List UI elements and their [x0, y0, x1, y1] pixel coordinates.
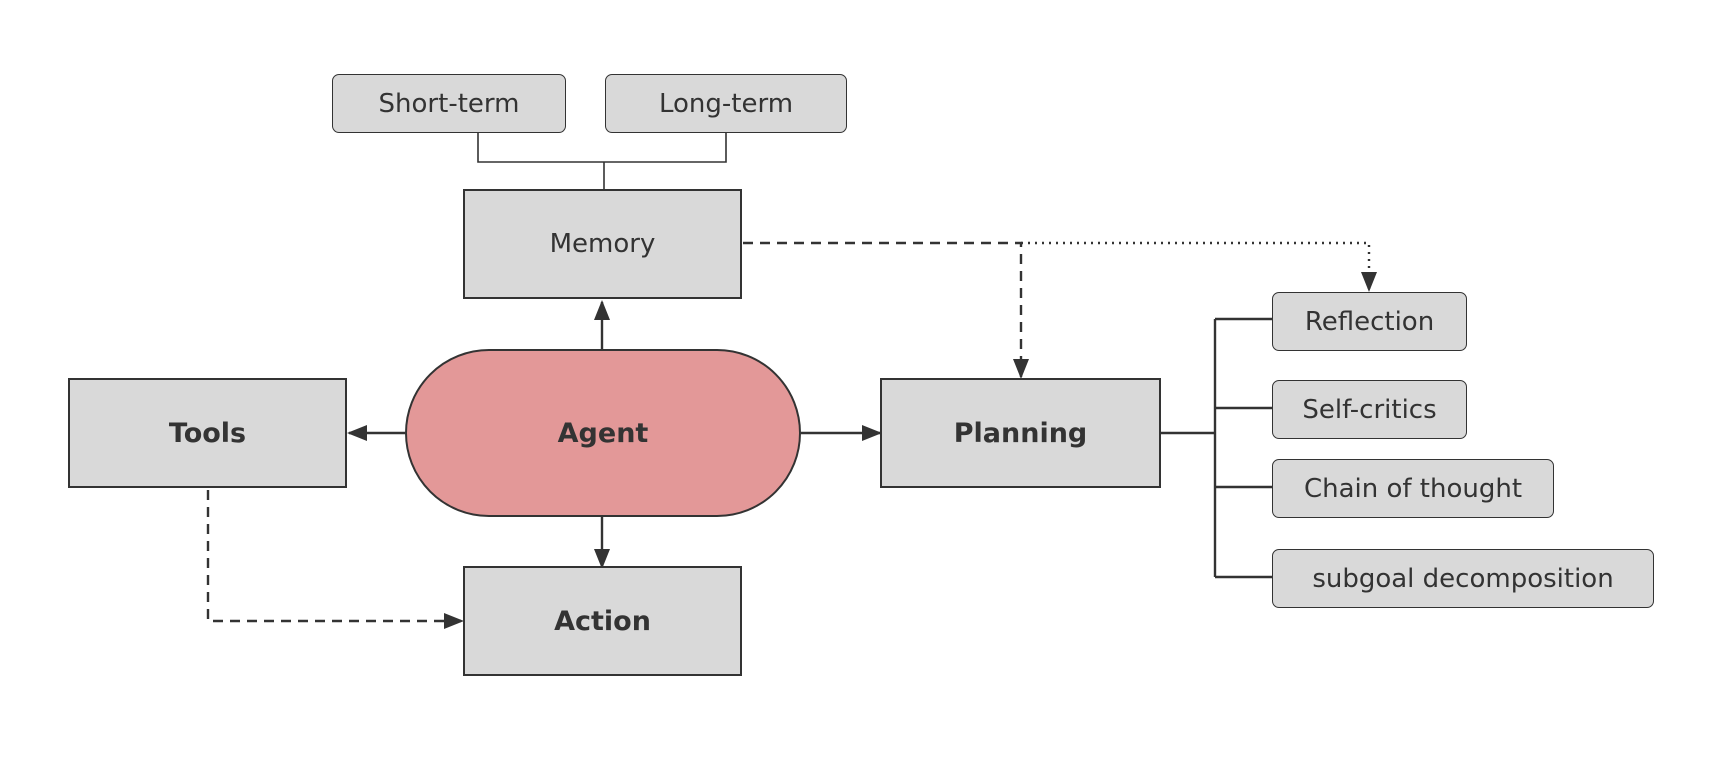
reflection-label: Reflection — [1304, 306, 1435, 337]
subgoal-decomposition-node: subgoal decomposition — [1272, 549, 1654, 608]
tools-label: Tools — [168, 417, 247, 449]
short-term-node: Short-term — [332, 74, 566, 133]
action-node: Action — [463, 566, 742, 676]
long-term-label: Long-term — [658, 88, 794, 119]
tools-to-action-arrow — [206, 490, 464, 629]
planning-bracket-connector — [1161, 317, 1272, 579]
memory-to-planning-arrow — [743, 241, 1029, 379]
self-critics-node: Self-critics — [1272, 380, 1467, 439]
short-term-label: Short-term — [378, 88, 520, 119]
tools-node: Tools — [68, 378, 347, 488]
memory-node: Memory — [463, 189, 742, 299]
action-label: Action — [554, 605, 651, 637]
agent-node: Agent — [405, 349, 801, 517]
memory-label: Memory — [549, 229, 656, 259]
agent-label: Agent — [557, 417, 649, 449]
memory-to-reflection-arrow — [1021, 241, 1377, 292]
planning-node: Planning — [880, 378, 1161, 488]
planning-label: Planning — [953, 417, 1088, 449]
chain-of-thought-node: Chain of thought — [1272, 459, 1554, 518]
memory-children-connector — [477, 133, 727, 190]
subgoal-decomposition-label: subgoal decomposition — [1312, 563, 1614, 594]
long-term-node: Long-term — [605, 74, 847, 133]
chain-of-thought-label: Chain of thought — [1303, 473, 1523, 504]
reflection-node: Reflection — [1272, 292, 1467, 351]
self-critics-label: Self-critics — [1302, 394, 1437, 425]
